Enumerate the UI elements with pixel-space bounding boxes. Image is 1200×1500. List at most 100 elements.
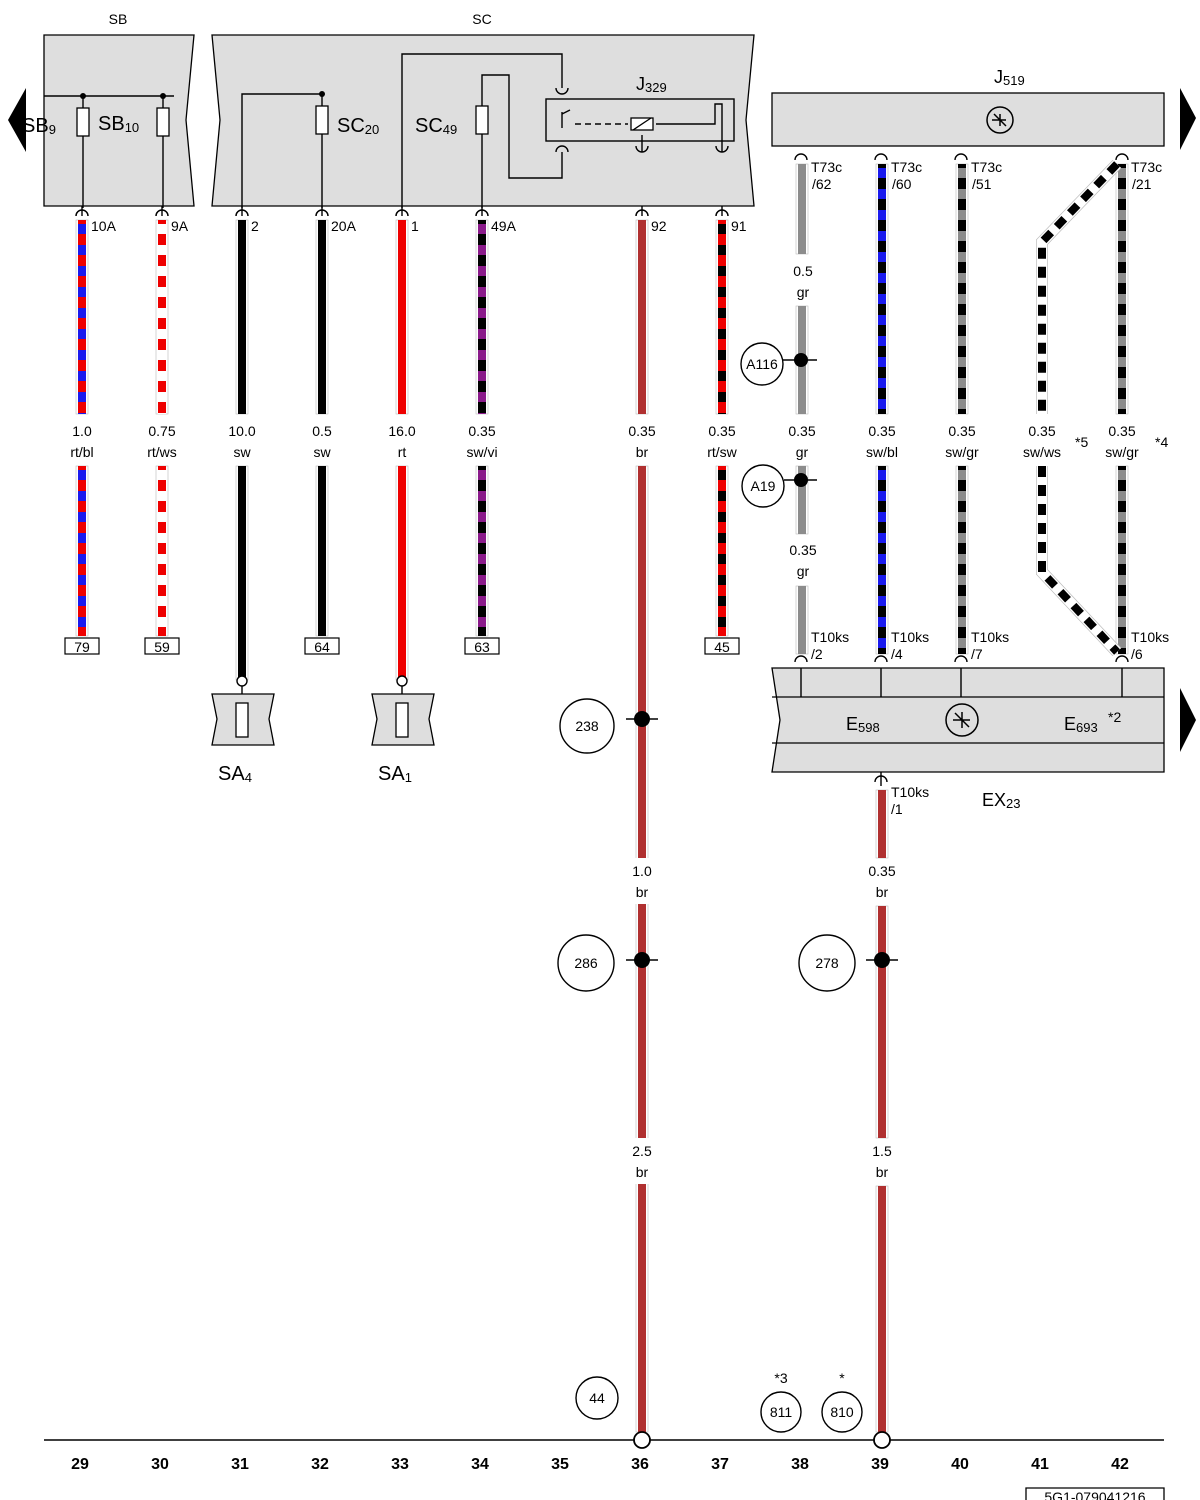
wire-col-40	[955, 163, 969, 415]
pin-label: T10ks	[811, 629, 849, 645]
ground-point-238: 238	[559, 698, 658, 754]
wire-col-37	[715, 219, 729, 415]
wire-col-31	[235, 219, 249, 415]
column-number: 33	[391, 1456, 409, 1473]
svg-text:44: 44	[589, 1390, 605, 1406]
destination-label: 79	[74, 639, 90, 655]
ground-junction-icon	[633, 1431, 651, 1449]
wire-col-39	[875, 163, 889, 415]
next-page-arrow-icon[interactable]	[1180, 88, 1196, 150]
column-number: 42	[1111, 1456, 1129, 1473]
fuse-sc20-label: SC20	[337, 115, 379, 137]
fuse-sa1: SA1	[371, 693, 435, 785]
destination-box	[64, 637, 100, 655]
destination-box	[704, 637, 740, 655]
wire-color-label: rt/sw	[707, 444, 737, 460]
pin-label: /2	[811, 646, 823, 662]
wire-col-39-lower	[875, 1185, 889, 1433]
wire-color-label: br	[876, 1164, 889, 1180]
previous-page-arrow-icon[interactable]	[8, 88, 26, 152]
wire-size-label: 16.0	[388, 423, 415, 439]
wire-col-34	[475, 219, 489, 415]
pin-label: T73c	[811, 159, 842, 175]
sb-fuse-housing: SB	[43, 11, 195, 207]
wire-size-label: 0.35	[948, 423, 975, 439]
pin-label: /51	[972, 176, 992, 192]
svg-text:811: 811	[770, 1404, 793, 1420]
wire-col-39	[875, 465, 889, 655]
column-number: 41	[1031, 1456, 1049, 1473]
destination-label: 59	[154, 639, 170, 655]
column-number: 37	[711, 1456, 729, 1473]
svg-text:*: *	[839, 1370, 845, 1386]
pin-label: /4	[891, 646, 903, 662]
wire-col-33	[395, 219, 409, 415]
wire-col-41-lower	[1036, 466, 1122, 657]
pin-label: 91	[731, 218, 747, 234]
column-number: 39	[871, 1456, 889, 1473]
pin-label: /1	[891, 801, 903, 817]
ground-point-811: 811 *3	[760, 1370, 802, 1433]
wire-size-label: 0.75	[148, 423, 175, 439]
pin-label: T73c	[971, 159, 1002, 175]
wire-col-30	[155, 465, 169, 637]
fuse-sa1-label: SA1	[378, 763, 412, 785]
pin-label: 9A	[171, 218, 189, 234]
wire-color-label: rt/ws	[147, 444, 177, 460]
connector-a116: A116	[740, 342, 817, 386]
j519-control-unit: J519	[771, 67, 1165, 147]
column-number: 29	[71, 1456, 89, 1473]
column-number: 38	[791, 1456, 809, 1473]
wire-color-label: gr	[796, 444, 809, 460]
svg-text:A19: A19	[751, 478, 776, 494]
wire-col-29	[75, 465, 89, 637]
wire-color-label: br	[636, 444, 649, 460]
electronics-symbol-icon	[945, 703, 979, 737]
fuse-sa1-icon	[395, 702, 409, 738]
destination-label: 45	[714, 639, 730, 655]
pin-label: T10ks	[971, 629, 1009, 645]
pin-label: 49A	[491, 218, 517, 234]
ground-point-286: 286	[557, 934, 658, 992]
wire-size-label: 0.35	[789, 542, 816, 558]
ex23-component-housing: E598 E693 *2 EX23	[771, 667, 1165, 811]
destination-box	[304, 637, 340, 655]
ex23-label: EX23	[982, 790, 1020, 811]
fuse-sb10-label: SB10	[98, 113, 139, 135]
wire-col-39-lower	[875, 905, 889, 1139]
wire-col-42	[1115, 465, 1129, 655]
wire-color-label: sw/vi	[466, 444, 497, 460]
wire-color-label: rt	[398, 444, 407, 460]
column-number: 32	[311, 1456, 329, 1473]
next-page-arrow-icon[interactable]	[1180, 688, 1196, 752]
pin-label: T73c	[1131, 159, 1162, 175]
wire-color-label: br	[636, 884, 649, 900]
splice-icon	[236, 675, 248, 687]
wire-col-32	[315, 465, 329, 637]
j519-label: J519	[994, 67, 1025, 88]
sc-internal-wiring	[241, 53, 735, 208]
destination-box	[144, 637, 180, 655]
pin-label: 92	[651, 218, 667, 234]
ground-junction-icon	[873, 1431, 891, 1449]
fuse-sa4-label: SA4	[218, 763, 252, 785]
pin-label: /60	[892, 176, 912, 192]
fuse-sb9-icon	[76, 107, 90, 137]
sc-box-label: SC	[472, 11, 491, 27]
wire-size-label: 0.35	[708, 423, 735, 439]
electronics-symbol-glyph-icon	[992, 113, 1007, 127]
column-number: 40	[951, 1456, 969, 1473]
wire-col-33	[395, 465, 409, 681]
fuse-sb10-icon	[156, 107, 170, 137]
wire-col-39-lower	[875, 789, 889, 859]
wire-color-label: rt/bl	[70, 444, 93, 460]
electronics-symbol-glyph-icon	[953, 712, 970, 728]
pin-label: 1	[411, 218, 419, 234]
wire-col-37	[715, 465, 729, 637]
wire-color-label: gr	[797, 284, 810, 300]
fuse-sa4-icon	[235, 702, 249, 738]
fuse-sc20-icon	[315, 105, 329, 135]
pin-label: /7	[971, 646, 983, 662]
wire-size-label: 0.35	[868, 423, 895, 439]
pin-label: /62	[812, 176, 832, 192]
